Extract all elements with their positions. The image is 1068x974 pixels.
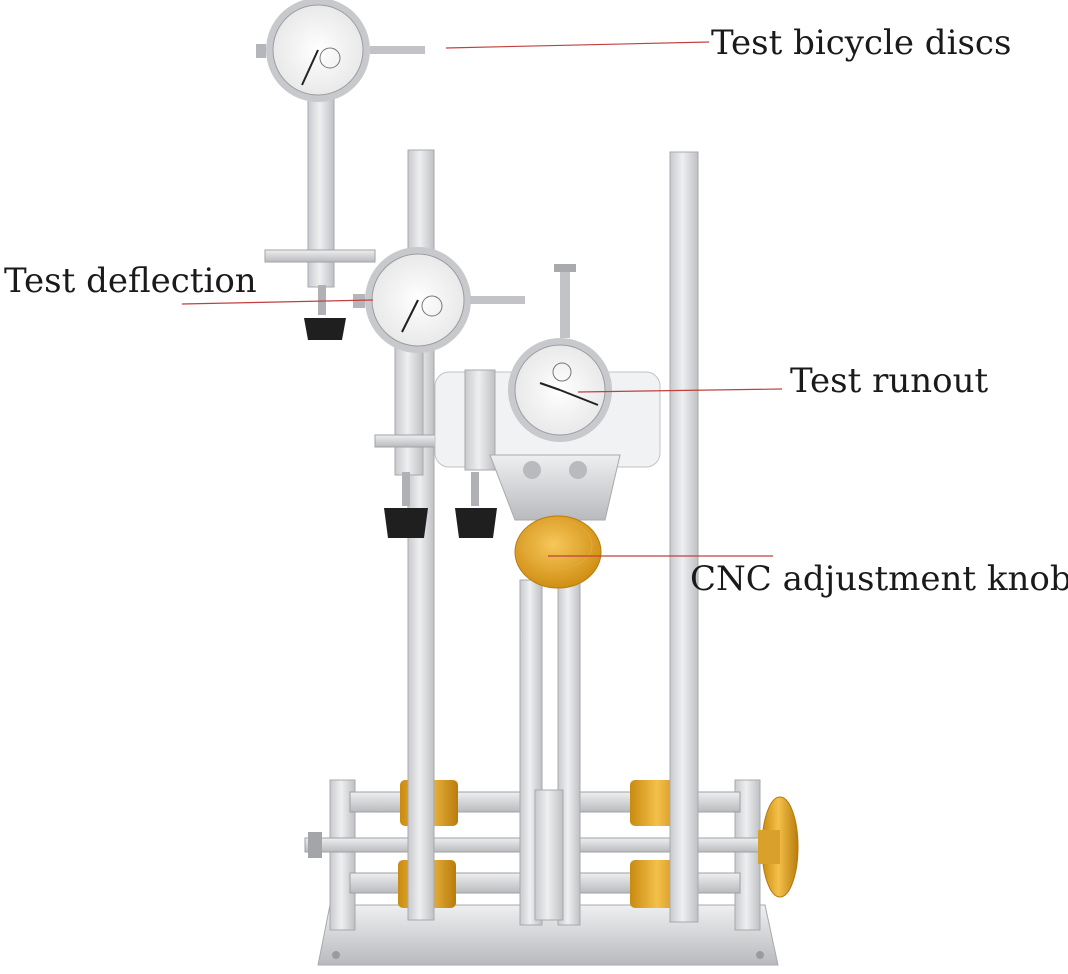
deflection-dial-gauge [353,247,525,476]
leader-lines [181,41,783,557]
callout-cnc-adjustment-knob: CNC adjustment knob [690,559,1068,599]
runout-dial-gauge [434,264,661,521]
callout-test-deflection: Test deflection [4,261,257,301]
callout-test-runout: Test runout [790,361,989,401]
thumb-screw-icon [304,285,497,538]
cnc-adjustment-knob-icon [514,515,602,589]
top-dial-gauge [256,0,425,288]
callout-test-bicycle-discs: Test bicycle discs [711,23,1012,63]
side-knob-icon [758,796,799,898]
